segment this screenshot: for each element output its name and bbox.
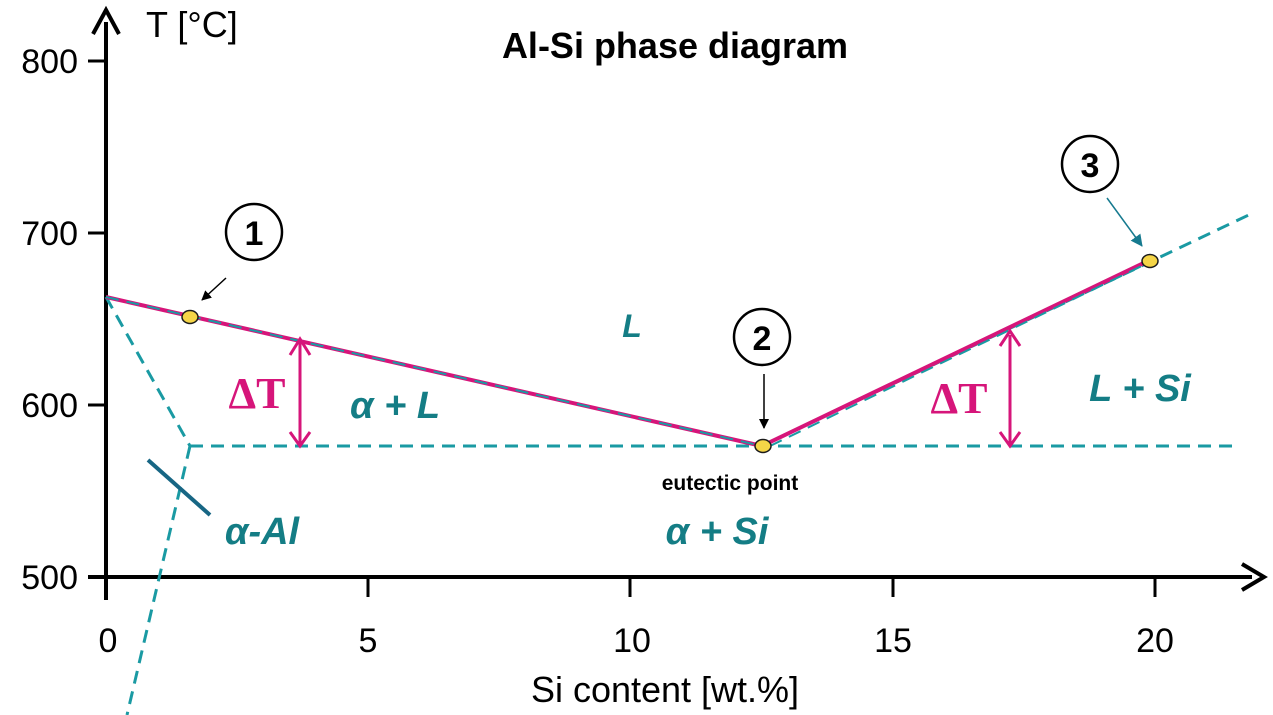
marker-dot-3 bbox=[1141, 253, 1159, 269]
alpha-al-pointer bbox=[146, 458, 212, 517]
delta-t-right-arrowhead-top bbox=[998, 328, 1022, 347]
marker-1-pointer bbox=[201, 277, 227, 301]
marker-circle-2 bbox=[732, 307, 792, 367]
liquidus-highlight bbox=[105, 258, 1151, 448]
x-axis-arrow bbox=[1240, 562, 1268, 592]
x-tick-label-10: 10 bbox=[613, 622, 651, 660]
delta-t-left-arrowhead-bottom bbox=[288, 431, 312, 449]
solidus-line bbox=[104, 296, 192, 447]
x-tick-label-20: 20 bbox=[1136, 622, 1174, 660]
marker-dot-2 bbox=[754, 438, 772, 454]
phase-boundaries bbox=[104, 210, 1256, 715]
solvus-line bbox=[125, 445, 192, 715]
y-tick-label-500: 500 bbox=[21, 559, 78, 597]
region-labels: L α + L L + Si α + Si α-Al eutectic poin… bbox=[225, 308, 1192, 553]
delta-t-left-label: ΔT bbox=[229, 369, 286, 418]
marker-number-3: 3 bbox=[1081, 147, 1100, 185]
delta-t-left-arrowhead-top bbox=[288, 336, 312, 356]
y-tick-label-800: 800 bbox=[21, 43, 78, 81]
marker-circle-1 bbox=[224, 202, 284, 262]
marker-number-1: 1 bbox=[245, 215, 264, 253]
region-liquid-si: L + Si bbox=[1089, 368, 1192, 410]
delta-t-right-label: ΔT bbox=[931, 374, 988, 423]
liquidus-left-overlay bbox=[105, 296, 763, 447]
diagram-title: Al-Si phase diagram bbox=[502, 25, 848, 66]
marker-3-pointer bbox=[1106, 197, 1143, 247]
liquidus-overlay-dash bbox=[105, 261, 1151, 447]
liquidus-right-overlay bbox=[769, 261, 1151, 447]
axes bbox=[88, 5, 1268, 600]
region-alpha-al: α-Al bbox=[225, 511, 301, 553]
marker-circles: 1 2 3 bbox=[224, 134, 1120, 367]
y-tick-label-600: 600 bbox=[21, 387, 78, 425]
delta-t-right-arrowhead-bottom bbox=[998, 431, 1022, 449]
region-alpha-si: α + Si bbox=[666, 511, 770, 553]
marker-number-2: 2 bbox=[753, 320, 772, 358]
eutectic-point-label: eutectic point bbox=[662, 472, 799, 495]
delta-t-labels: ΔT ΔT bbox=[229, 369, 988, 423]
marker-circle-3 bbox=[1060, 134, 1120, 194]
x-tick-label-0: 0 bbox=[99, 622, 118, 660]
x-tick-label-15: 15 bbox=[874, 622, 912, 660]
x-axis-title: Si content [wt.%] bbox=[531, 669, 799, 710]
y-tick-label-700: 700 bbox=[21, 215, 78, 253]
marker-dots bbox=[181, 253, 1159, 454]
y-axis-title: T [°C] bbox=[146, 4, 238, 45]
liquidus-right-highlight bbox=[761, 258, 1151, 448]
y-axis-arrow bbox=[91, 5, 121, 35]
x-tick-label-5: 5 bbox=[359, 622, 378, 660]
delta-t-arrows bbox=[288, 328, 1022, 449]
marker-dot-1 bbox=[181, 309, 199, 325]
region-alpha-liquid: α + L bbox=[350, 385, 440, 427]
tick-labels: 800 700 600 500 0 5 10 15 20 Si content … bbox=[21, 4, 1174, 710]
region-liquid: L bbox=[622, 308, 642, 344]
